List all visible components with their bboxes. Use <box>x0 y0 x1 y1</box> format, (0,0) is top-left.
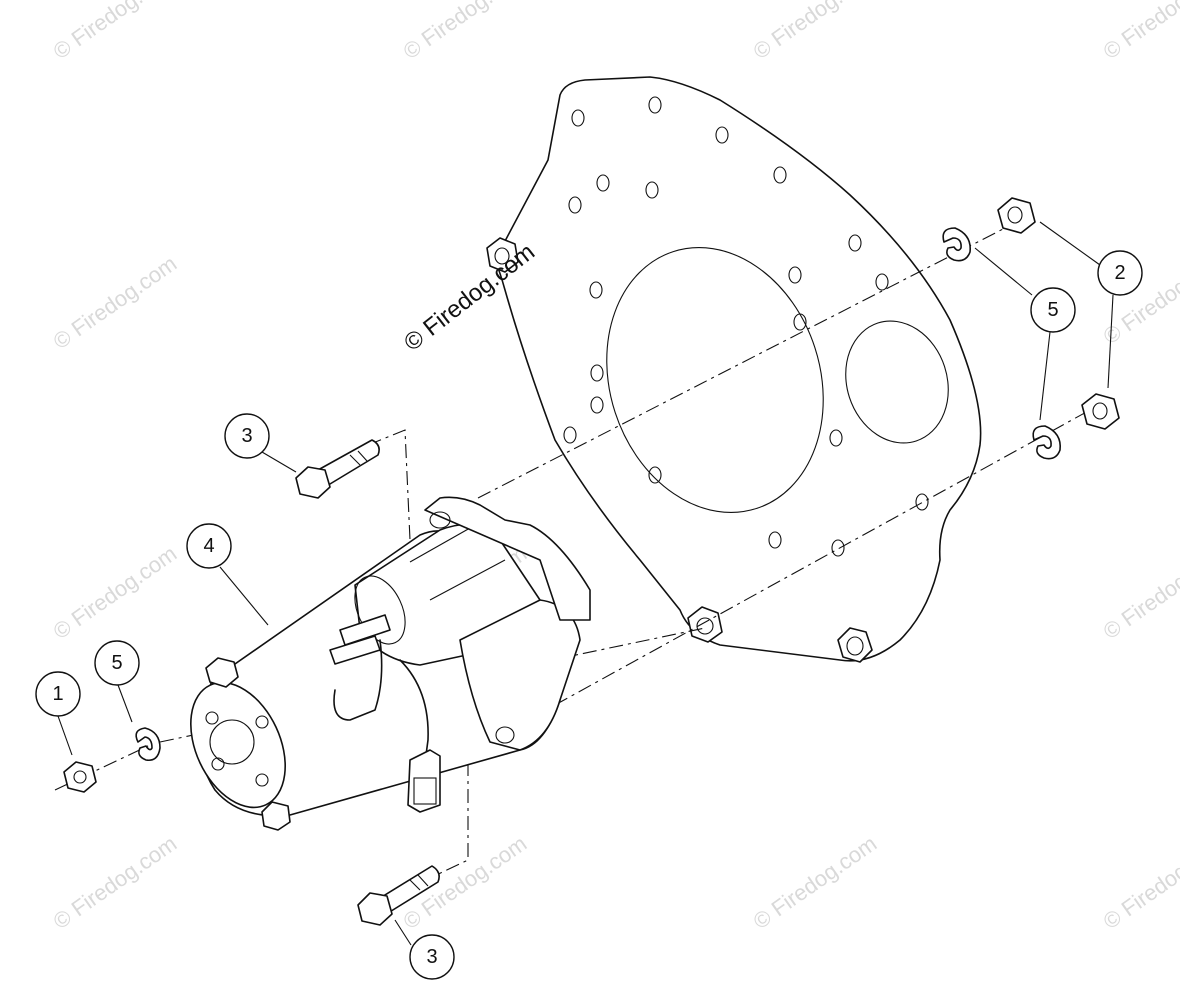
callout-number: 1 <box>52 683 63 705</box>
callout-4: 4 <box>186 523 232 569</box>
nut-left <box>63 761 97 793</box>
watermark: © Firedog.com <box>49 831 182 934</box>
plate-holes <box>563 96 929 557</box>
bolt-top <box>295 439 380 499</box>
plate-nut-bottom-left <box>687 606 723 643</box>
leader-lines <box>57 221 1114 946</box>
watermark: © Firedog.com <box>1099 0 1180 64</box>
watermark: © Firedog.com <box>749 0 882 64</box>
callout-number: 4 <box>203 535 214 557</box>
watermark: © Firedog.com <box>749 831 882 934</box>
callout-number: 2 <box>1114 262 1125 284</box>
plate-nut-top <box>486 237 519 273</box>
watermark: © Firedog.com <box>399 0 532 64</box>
watermark: © Firedog.com <box>49 0 182 64</box>
lock-washer-right-bottom <box>1032 425 1062 460</box>
plate-nut-bottom-right <box>837 627 873 663</box>
callout-3-bottom: 3 <box>409 934 455 980</box>
bolt-bottom <box>357 865 440 926</box>
watermark: © Firedog.com <box>1099 541 1180 644</box>
watermark: © Firedog.com <box>49 541 182 644</box>
lock-washer-left <box>135 727 161 762</box>
watermark: © Firedog.com <box>49 251 182 354</box>
lock-washer-right-top <box>942 227 972 262</box>
callout-3-top: 3 <box>224 413 270 459</box>
callout-5-left: 5 <box>94 640 140 686</box>
callout-1: 1 <box>35 671 81 717</box>
callout-number: 3 <box>241 425 252 447</box>
callout-2: 2 <box>1097 250 1143 296</box>
callout-5-top-right: 5 <box>1030 287 1076 333</box>
nut-right-top <box>997 197 1036 234</box>
callout-number: 5 <box>111 652 122 674</box>
watermark: © Firedog.com <box>1099 831 1180 934</box>
callout-number: 3 <box>426 946 437 968</box>
starter-motor <box>190 496 591 831</box>
engine-adapter-plate <box>486 76 982 663</box>
callout-number: 5 <box>1047 299 1058 321</box>
nut-right-bottom <box>1081 393 1120 430</box>
